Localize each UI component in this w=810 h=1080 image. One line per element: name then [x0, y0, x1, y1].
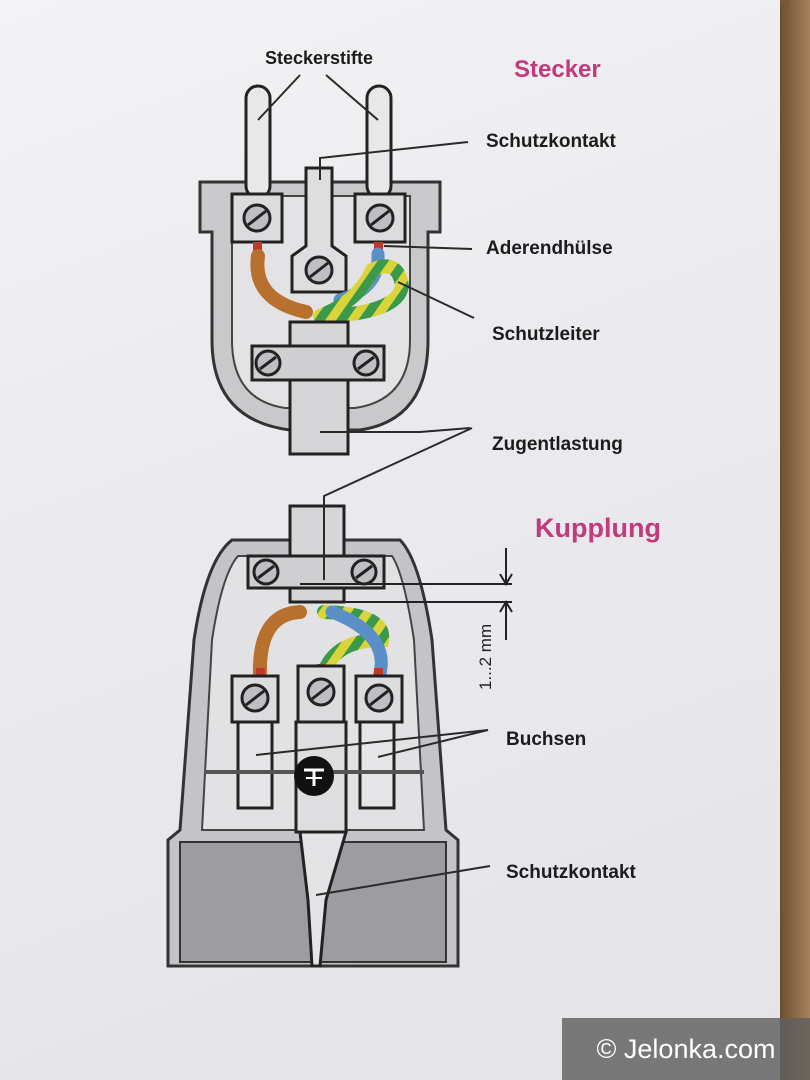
earth-wire: [313, 259, 409, 323]
label-earth-contact-top: Schutzkontakt: [486, 131, 616, 152]
label-strain-relief: Zugentlastung: [492, 434, 623, 455]
plug-cable: [288, 320, 350, 456]
plug-pin-left: [244, 84, 272, 200]
coupler-earth-contact: [298, 830, 349, 968]
dimension-label: 1...2 mm: [476, 623, 495, 690]
label-pins: Steckerstifte: [265, 48, 374, 68]
plug-pin-right: [365, 84, 393, 200]
label-sockets: Buchsen: [506, 729, 587, 750]
brown-wire: [250, 249, 313, 319]
heading-plug: Stecker: [514, 56, 601, 83]
socket-left: [236, 720, 274, 810]
coupler-drawing: [166, 504, 460, 968]
label-ferrule: Aderendhülse: [486, 238, 613, 259]
dimension-marks: [300, 548, 513, 640]
watermark: © Jelonka.com: [562, 1018, 810, 1080]
heading-coupler: Kupplung: [535, 513, 661, 543]
label-earth-contact-bottom: Schutzkontakt: [506, 862, 636, 883]
label-earth-wire: Schutzleiter: [492, 324, 600, 345]
brown-wire: [252, 605, 307, 683]
plug-drawing: [198, 84, 442, 456]
earth-wire: [315, 605, 390, 687]
leader-lines: [255, 74, 491, 896]
socket-right: [358, 720, 396, 810]
